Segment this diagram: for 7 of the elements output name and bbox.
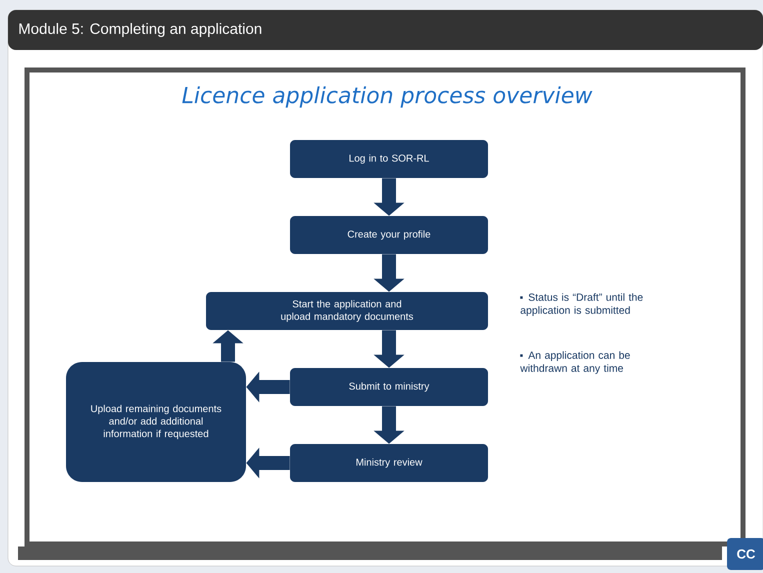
process-box: Log in to SOR-RL xyxy=(290,140,488,178)
header-bar: Module 5: Completing an application xyxy=(8,10,763,50)
cc-button: CC xyxy=(727,538,763,570)
title: Licence application process overview xyxy=(182,86,592,108)
bullet-note: Status is “Draft” until the application is submitted xyxy=(520,293,643,316)
rounded-box: Upload remaining documents and/or add additional information if requested xyxy=(66,362,246,482)
bullet-note: An application can be withdrawn at any time xyxy=(520,351,630,374)
